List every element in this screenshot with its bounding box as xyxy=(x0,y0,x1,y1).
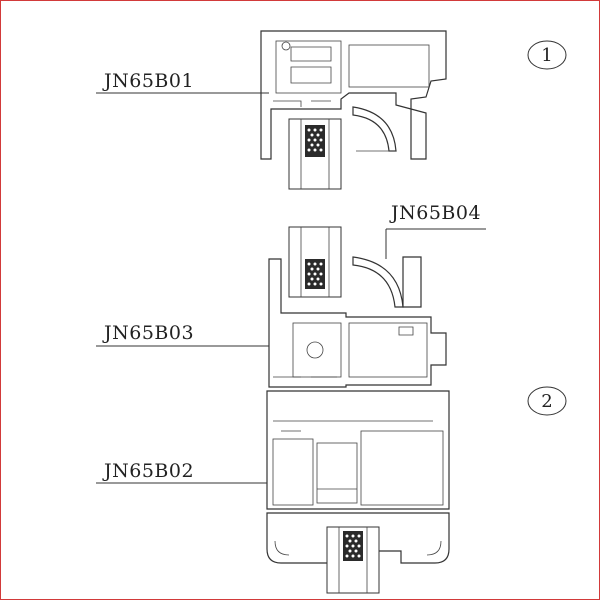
marker-circle-2 xyxy=(527,386,567,416)
bead-clip-2 xyxy=(402,256,422,308)
section-2-assembly xyxy=(266,226,450,594)
base-fillets xyxy=(274,540,442,556)
marker-1: 1 xyxy=(541,45,552,66)
label-jn65b03: JN65B03 xyxy=(102,322,194,344)
transom-chamber-right xyxy=(348,322,428,378)
screw-port-2 xyxy=(306,341,324,359)
label-jn65b01: JN65B01 xyxy=(102,70,194,92)
gasket-dots-3 xyxy=(345,534,361,558)
frame-chamber-right xyxy=(348,44,430,88)
frame-lips xyxy=(273,100,331,107)
screw-port-1 xyxy=(281,41,291,51)
sill-chamber-left xyxy=(272,438,314,506)
section-1-assembly xyxy=(260,30,447,190)
transom-notch xyxy=(398,326,414,336)
glazing-bead-2 xyxy=(352,256,404,308)
sill-webs xyxy=(273,420,433,432)
marker-circle-1 xyxy=(527,40,567,70)
label-jn65b02: JN65B02 xyxy=(102,460,194,482)
gasket-dots-1 xyxy=(307,128,323,152)
frame-chamber-left xyxy=(275,40,342,94)
gasket-dots-2 xyxy=(307,262,323,286)
label-jn65b04: JN65B04 xyxy=(389,202,481,224)
sill-chamber-mid xyxy=(316,442,358,504)
sill-chamber-right xyxy=(360,430,444,506)
sill-profile xyxy=(266,390,450,510)
glazing-bead-1 xyxy=(352,106,397,152)
marker-2: 2 xyxy=(541,391,552,412)
frame-inner-webs xyxy=(290,46,332,84)
